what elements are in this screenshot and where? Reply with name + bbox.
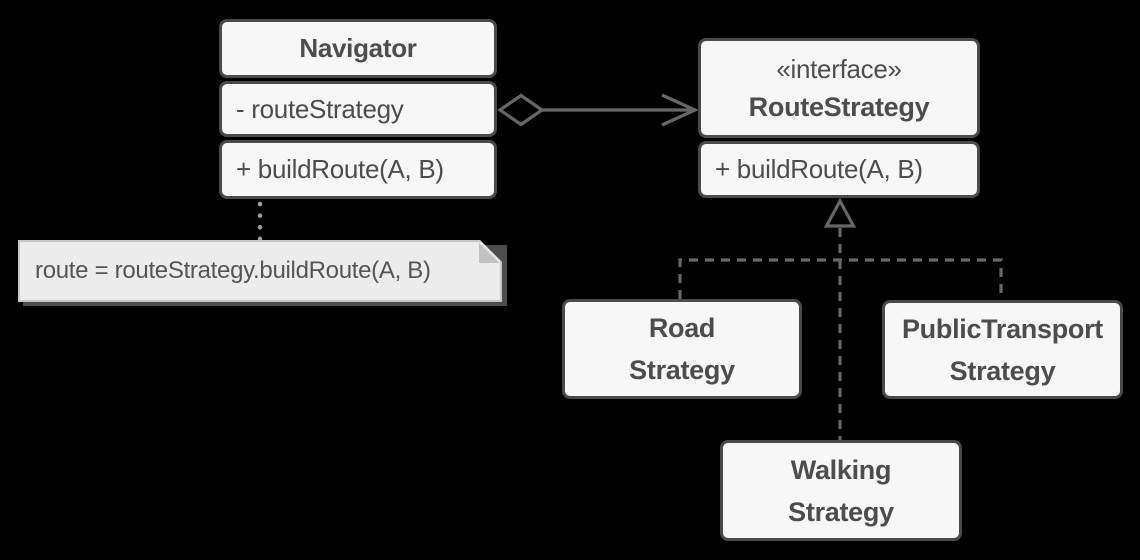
- realization-line-road-publictransport: [678, 258, 1003, 300]
- class-navigator-attribute: - routeStrategy: [219, 81, 497, 137]
- interface-routestrategy: «interface» RouteStrategy + buildRoute(A…: [698, 38, 980, 198]
- class-road-strategy: Road Strategy: [562, 299, 802, 399]
- interface-routestrategy-method: + buildRoute(A, B): [698, 141, 980, 198]
- interface-name: RouteStrategy: [748, 92, 930, 122]
- realization-connector: [678, 197, 1003, 440]
- interface-routestrategy-title: «interface» RouteStrategy: [698, 38, 980, 138]
- note-text: route = routeStrategy.buildRoute(A, B): [35, 257, 431, 284]
- note: route = routeStrategy.buildRoute(A, B): [18, 240, 502, 302]
- class-navigator: Navigator - routeStrategy + buildRoute(A…: [219, 19, 497, 199]
- realization-triangle-icon: [823, 197, 857, 228]
- aggregation-connector: [497, 93, 699, 127]
- open-arrowhead-icon: [661, 93, 699, 127]
- class-publictransport-strategy: PublicTransport Strategy: [882, 300, 1123, 399]
- aggregation-diamond-icon: [497, 93, 545, 127]
- class-walking-strategy: Walking Strategy: [720, 440, 962, 541]
- class-navigator-method: + buildRoute(A, B): [219, 140, 497, 199]
- interface-stereotype: «interface»: [776, 54, 902, 84]
- class-navigator-title: Navigator: [219, 19, 497, 78]
